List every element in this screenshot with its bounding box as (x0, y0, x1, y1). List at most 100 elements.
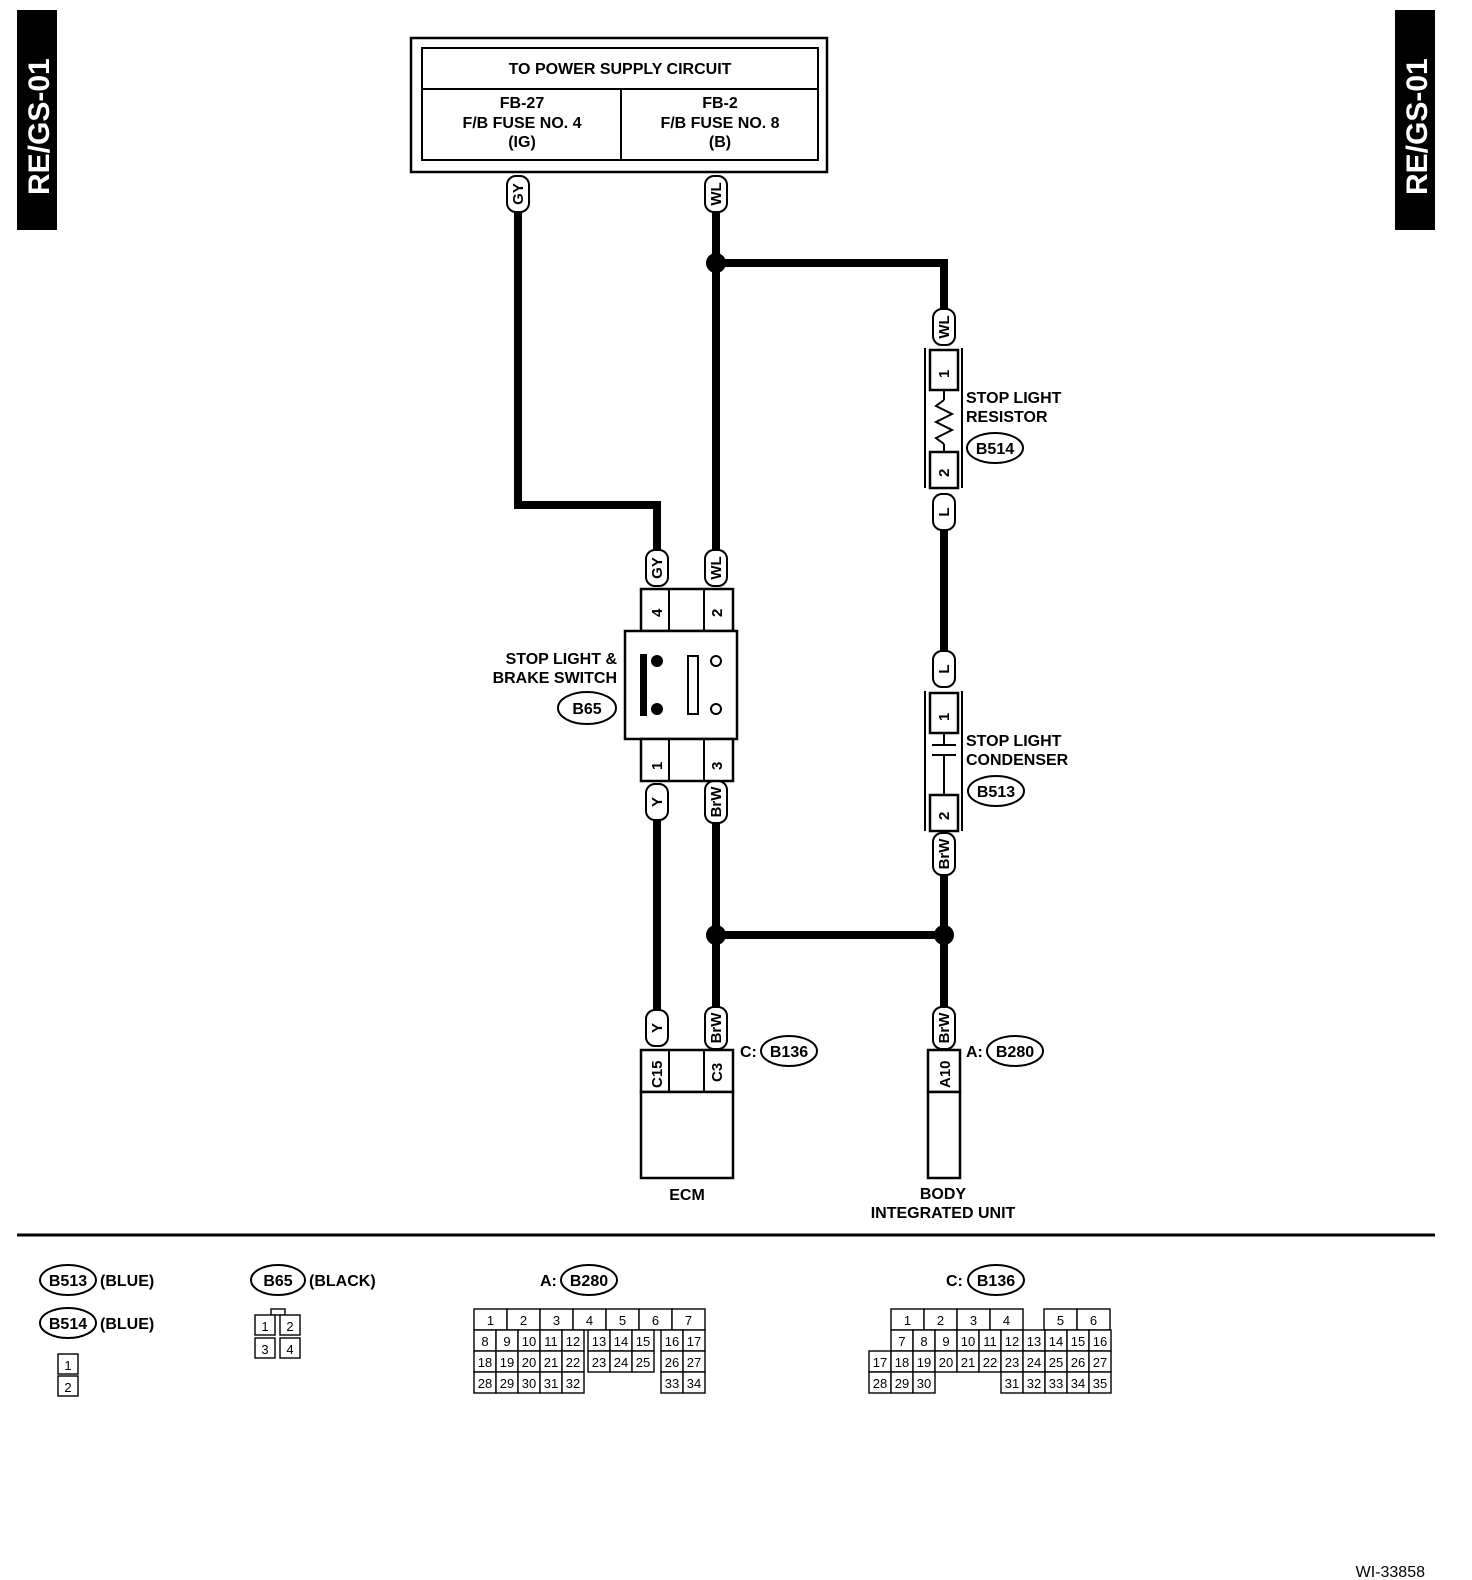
stop-light-condenser: 1 2 STOP LIGHT CONDENSER B513 (924, 691, 1069, 833)
brake-switch-pin-1: 1 (649, 762, 666, 770)
ecm-connector: B136 (770, 1044, 808, 1061)
fuse-right-line1: FB-2 (702, 95, 738, 112)
wire-tag-wl-top-text: WL (708, 182, 725, 205)
b280-pin-26: 26 (665, 1355, 679, 1370)
power-supply-title: TO POWER SUPPLY CIRCUIT (509, 61, 732, 78)
wire-tag-brw-ecm-text: BrW (708, 1012, 725, 1044)
wire-tag-brw-switch: BrW (704, 780, 728, 824)
brake-switch-label-2: BRAKE SWITCH (493, 670, 617, 687)
b280-pin-32: 32 (566, 1376, 580, 1391)
b280-pin-13: 13 (592, 1334, 606, 1349)
b280-pin-11: 11 (544, 1334, 558, 1349)
stop-light-resistor: 1 2 STOP LIGHT RESISTOR B514 (924, 348, 1062, 490)
b136-pin-8: 8 (920, 1334, 927, 1349)
resistor-pin-2: 2 (936, 469, 953, 477)
b136-pin-25: 25 (1049, 1355, 1063, 1370)
junction-brw-right (934, 925, 954, 945)
condenser-label-2: CONDENSER (966, 752, 1069, 769)
side-tab-right-text: RE/GS-01 (1401, 58, 1434, 195)
b280-pin-21: 21 (544, 1355, 558, 1370)
ecm: C15 C3 ECM C: B136 (639, 1035, 818, 1204)
wire-tag-wl-top: WL (704, 175, 728, 213)
b280-pin-12: 12 (566, 1334, 580, 1349)
wire-tag-y-switch-text: Y (649, 797, 666, 807)
ecm-connector-prefix: C: (740, 1044, 757, 1061)
brake-switch-pin-4: 4 (649, 608, 666, 617)
b280-pin-25: 25 (636, 1355, 650, 1370)
b280-pin-22: 22 (566, 1355, 580, 1370)
wire-tag-brw-biu: BrW (932, 1006, 956, 1050)
b136-pin-28: 28 (873, 1376, 887, 1391)
b280-pin-7: 7 (685, 1313, 692, 1328)
wire-tag-brw-condenser: BrW (932, 832, 956, 876)
legend-b65-color: (BLACK) (309, 1273, 376, 1290)
brake-switch-connector: B65 (572, 701, 601, 718)
legend-b65-pin-1: 1 (261, 1319, 268, 1334)
b280-pin-1: 1 (487, 1313, 494, 1328)
b136-pin-11: 11 (983, 1334, 997, 1349)
wire-wl-branch (716, 259, 948, 310)
wire-tag-l-resistor: L (932, 493, 956, 531)
b136-pin-32: 32 (1027, 1376, 1041, 1391)
b136-pin-33: 33 (1049, 1376, 1063, 1391)
legend-b65-pin-3: 3 (261, 1342, 268, 1357)
b136-pin-31: 31 (1005, 1376, 1019, 1391)
brake-switch-label-1: STOP LIGHT & (506, 651, 618, 668)
wire-tag-wl-resistor-text: WL (936, 315, 953, 338)
junction-wl (706, 253, 726, 273)
b280-pin-18: 18 (478, 1355, 492, 1370)
biu-label-2: INTEGRATED UNIT (871, 1205, 1016, 1222)
b280-pin-17: 17 (687, 1334, 701, 1349)
b280-pin-5: 5 (619, 1313, 626, 1328)
b136-pin-4: 4 (1003, 1313, 1010, 1328)
b136-pin-6: 6 (1090, 1313, 1097, 1328)
fuse-right-line3: (B) (709, 134, 731, 151)
side-tab-left: RE/GS-01 (17, 10, 57, 230)
wire-tag-y-switch: Y (645, 783, 669, 821)
wire-tag-l-resistor-text: L (936, 507, 953, 516)
legend-b513-color: (BLUE) (100, 1273, 154, 1290)
b136-cell-35 (1088, 1371, 1112, 1394)
junction-brw-left (706, 925, 726, 945)
legend-b513-connector: B513 (49, 1273, 87, 1290)
b136-pin-9: 9 (942, 1334, 949, 1349)
legend-b65-pin-2: 2 (286, 1319, 293, 1334)
legend-b65-pin-4: 4 (286, 1342, 293, 1357)
fuse-left-line1: FB-27 (500, 95, 545, 112)
brake-switch-pin-2: 2 (709, 609, 726, 617)
b136-pin-1: 1 (904, 1313, 911, 1328)
ecm-label: ECM (669, 1187, 705, 1204)
condenser-connector: B513 (977, 784, 1015, 801)
wire-tag-gy-top: GY (506, 175, 530, 213)
b280-cell-25 (631, 1350, 655, 1373)
b136-pin-5: 5 (1057, 1313, 1064, 1328)
b280-pin-8: 8 (481, 1334, 488, 1349)
b280-cell-34 (682, 1371, 706, 1394)
b280-pin-14: 14 (614, 1334, 628, 1349)
wire-tag-brw-biu-text: BrW (936, 1012, 953, 1044)
side-tab-left-text: RE/GS-01 (23, 58, 56, 195)
ecm-pin-c15: C15 (649, 1060, 666, 1088)
wire-tag-gy-switch: GY (645, 549, 669, 587)
b136-pin-13: 13 (1027, 1334, 1041, 1349)
b136-cell-30 (912, 1371, 936, 1394)
b280-pin-15: 15 (636, 1334, 650, 1349)
ecm-pin-c3: C3 (709, 1063, 726, 1082)
figure-id: WI-33858 (1356, 1564, 1425, 1580)
wires (514, 212, 954, 1010)
resistor-pin-1: 1 (936, 370, 953, 378)
resistor-label-2: RESISTOR (966, 409, 1048, 426)
b136-pin-3: 3 (970, 1313, 977, 1328)
fuse-left-line3: (IG) (508, 134, 536, 151)
legend-b513-b514: B513 (BLUE) B514 (BLUE) 1 2 (39, 1264, 154, 1397)
wire-tag-brw-ecm: BrW (704, 1006, 728, 1050)
legend-b136-connector: B136 (977, 1273, 1015, 1290)
b136-pin-30: 30 (917, 1376, 931, 1391)
wire-tag-gy-switch-text: GY (649, 557, 666, 579)
b136-pin-15: 15 (1071, 1334, 1085, 1349)
b280-pin-30: 30 (522, 1376, 536, 1391)
